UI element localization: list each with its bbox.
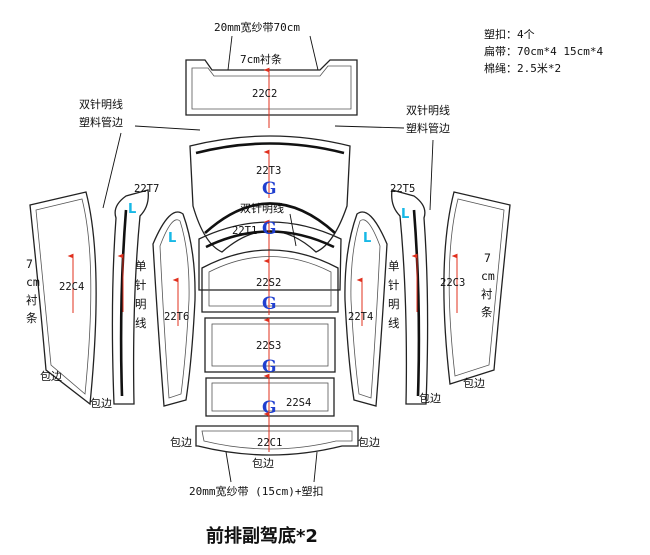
grain-l-22t7: L bbox=[128, 202, 136, 217]
grain-g-22t3: G bbox=[262, 179, 277, 199]
lining-left-2: cm bbox=[26, 275, 40, 289]
single-stitch-right-2: 针 bbox=[388, 278, 400, 292]
piece-22s3: 22S3 G bbox=[204, 317, 336, 377]
bottom-strap-label: 20mm宽纱带 (15cm)+塑扣 bbox=[189, 484, 323, 498]
code-22c2: 22C2 bbox=[252, 88, 277, 100]
grain-g-22s3: G bbox=[262, 357, 277, 377]
edging-labels: 包边 包边 包边 包边 包边 包边 包边 bbox=[40, 370, 485, 470]
code-22s2: 22S2 bbox=[256, 277, 281, 289]
top-strap-label: 20mm宽纱带70cm bbox=[214, 20, 300, 34]
piece-22t4: 22T4 L bbox=[344, 211, 388, 407]
piece-22t1: 22T1 G bbox=[198, 219, 342, 291]
piece-22s2: 22S2 G bbox=[201, 249, 339, 315]
single-stitch-right-4: 线 bbox=[388, 316, 400, 330]
notes-line-1: 塑扣：4个 bbox=[484, 27, 535, 41]
single-stitch-left-2: 针 bbox=[135, 278, 147, 292]
single-stitch-right: 单 针 明 线 bbox=[388, 259, 400, 330]
code-22t6: 22T6 bbox=[164, 311, 189, 323]
edging-bottom-center: 包边 bbox=[252, 457, 274, 470]
code-22c3: 22C3 bbox=[440, 277, 465, 289]
grain-l-22t4: L bbox=[363, 231, 371, 246]
code-22s4: 22S4 bbox=[286, 397, 311, 409]
code-22t7: 22T7 bbox=[134, 183, 159, 195]
lining-left-4: 条 bbox=[26, 311, 38, 325]
piece-22c2: 20mm宽纱带70cm 7cm衬条 22C2 bbox=[185, 20, 358, 128]
callout-right-line2: 塑料管边 bbox=[406, 121, 450, 135]
piece-22t5: 22T5 L bbox=[390, 183, 429, 405]
edging-left-1: 包边 bbox=[40, 370, 62, 383]
notes-line-3: 棉绳：2.5米*2 bbox=[484, 61, 561, 75]
code-22c1: 22C1 bbox=[257, 437, 282, 449]
notes-block: 塑扣：4个 扁带：70cm*4 15cm*4 棉绳：2.5米*2 bbox=[484, 27, 603, 75]
lining-right-1: 7 bbox=[484, 251, 491, 265]
piece-22s4: 22S4 G bbox=[205, 373, 335, 418]
notes-line-2: 扁带：70cm*4 15cm*4 bbox=[484, 45, 603, 58]
code-22c4: 22C4 bbox=[59, 281, 84, 293]
single-stitch-right-3: 明 bbox=[388, 297, 400, 311]
single-stitch-left-4: 线 bbox=[135, 316, 147, 330]
grain-l-22t5: L bbox=[401, 207, 409, 222]
single-stitch-left-1: 单 bbox=[135, 259, 147, 273]
piece-22c4: 22C4 7 cm 衬 条 bbox=[26, 191, 97, 406]
piece-22t3: 22T3 G bbox=[189, 135, 351, 253]
code-22t4: 22T4 bbox=[348, 311, 373, 323]
callout-left: 双针明线 塑料管边 bbox=[79, 97, 201, 209]
edging-left-2: 包边 bbox=[90, 397, 112, 410]
lining-left-3: 衬 bbox=[26, 293, 38, 307]
diagram-title: 前排副驾底*2 bbox=[206, 525, 318, 547]
single-stitch-left-3: 明 bbox=[135, 297, 147, 311]
lining-right-4: 条 bbox=[481, 305, 493, 319]
code-22t5: 22T5 bbox=[390, 183, 415, 195]
piece-22c3: 22C3 7 cm 衬 条 bbox=[440, 191, 511, 385]
edging-bottom-left: 包边 bbox=[170, 436, 192, 449]
grain-g-22t1: G bbox=[262, 219, 277, 239]
lining-right-2: cm bbox=[481, 269, 495, 283]
code-22t1: 22T1 bbox=[232, 225, 257, 237]
edging-bottom-right: 包边 bbox=[358, 436, 380, 449]
piece-22t6: 22T6 L bbox=[152, 211, 196, 407]
double-stitch-center-label: 双针明线 bbox=[240, 201, 284, 215]
code-22s3: 22S3 bbox=[256, 340, 281, 352]
callout-left-line1: 双针明线 bbox=[79, 97, 123, 111]
edging-right-2: 包边 bbox=[463, 377, 485, 390]
single-stitch-left: 单 针 明 线 bbox=[135, 259, 147, 330]
lining-left-1: 7 bbox=[26, 257, 33, 271]
lining-right-3: 衬 bbox=[481, 287, 493, 301]
callout-left-line2: 塑料管边 bbox=[79, 115, 123, 129]
grain-g-22s2: G bbox=[262, 294, 277, 314]
top-lining-label: 7cm衬条 bbox=[240, 52, 282, 66]
code-22t3: 22T3 bbox=[256, 165, 281, 177]
piece-22t7: 22T7 L bbox=[111, 183, 159, 405]
piece-22c1: 22C1 20mm宽纱带 (15cm)+塑扣 bbox=[189, 411, 359, 498]
callout-right: 双针明线 塑料管边 bbox=[334, 103, 450, 211]
callout-right-line1: 双针明线 bbox=[406, 103, 450, 117]
single-stitch-right-1: 单 bbox=[388, 259, 400, 273]
grain-l-22t6: L bbox=[168, 231, 176, 246]
edging-right-1: 包边 bbox=[419, 392, 441, 405]
